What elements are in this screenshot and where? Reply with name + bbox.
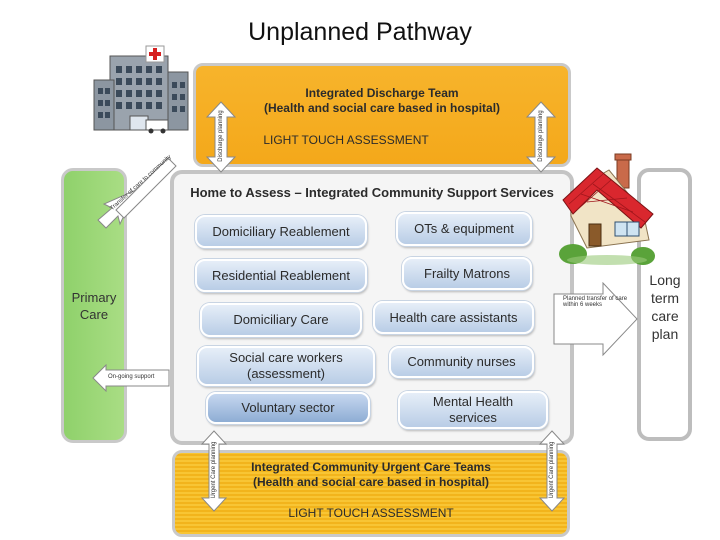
- page-title: Unplanned Pathway: [248, 18, 472, 46]
- urgent-care-title-line1: Integrated Community Urgent Care Teams: [251, 460, 491, 474]
- house-icon: [559, 153, 655, 265]
- ongoing-support-arrow-icon: [92, 364, 170, 392]
- service-domiciliary-reablement: Domiciliary Reablement: [195, 215, 367, 248]
- discharge-team-subtitle: LIGHT TOUCH ASSESSMENT: [263, 133, 429, 147]
- long-term-care-plan-label: Long term care plan: [649, 272, 681, 342]
- urgent-care-subtitle: LIGHT TOUCH ASSESSMENT: [288, 506, 454, 520]
- discharge-arrow-right-icon: [526, 101, 556, 173]
- home-to-assess-title: Home to Assess – Integrated Community Su…: [190, 185, 554, 200]
- discharge-arrow-right-label: Discharge planning: [538, 110, 544, 162]
- transfer-arrow-icon: [97, 157, 177, 229]
- discharge-arrow-left-icon: [206, 101, 236, 173]
- discharge-team-title-line2: (Health and social care based in hospita…: [263, 101, 501, 115]
- primary-care-label: Primary Care: [71, 290, 117, 322]
- urgent-care-arrow-right-label: Urgent Care planning: [549, 441, 555, 499]
- discharge-team-title-line1: Integrated Discharge Team: [305, 86, 459, 100]
- urgent-care-teams-panel: [172, 450, 570, 537]
- planned-transfer-label: Planned transfer of care within 6 weeks: [563, 296, 628, 308]
- service-mental-health: Mental Health services: [398, 391, 548, 429]
- service-social-care-workers: Social care workers (assessment): [197, 346, 375, 386]
- urgent-care-title: Integrated Community Urgent Care Teams (…: [176, 460, 566, 490]
- urgent-care-title-line2: (Health and social care based in hospita…: [252, 475, 490, 489]
- discharge-team-title: Integrated Discharge Team (Health and so…: [196, 86, 568, 116]
- hospital-icon: [93, 45, 189, 134]
- service-health-care-assistants: Health care assistants: [373, 301, 534, 334]
- service-frailty-matrons: Frailty Matrons: [402, 257, 532, 290]
- discharge-arrow-left-label: Discharge planning: [218, 110, 224, 162]
- service-domiciliary-care: Domiciliary Care: [200, 303, 362, 337]
- urgent-care-arrow-left-icon: [201, 430, 227, 512]
- service-ots-equipment: OTs & equipment: [396, 212, 532, 246]
- urgent-care-arrow-right-icon: [539, 430, 565, 512]
- service-residential-reablement: Residential Reablement: [195, 259, 367, 292]
- urgent-care-arrow-left-label: Urgent Care planning: [211, 441, 217, 499]
- service-voluntary-sector: Voluntary sector: [206, 392, 370, 424]
- planned-transfer-arrow-icon: [553, 282, 638, 357]
- integrated-discharge-team-panel: [193, 63, 571, 167]
- ongoing-support-label: On-going support: [108, 374, 155, 380]
- service-community-nurses: Community nurses: [389, 346, 534, 378]
